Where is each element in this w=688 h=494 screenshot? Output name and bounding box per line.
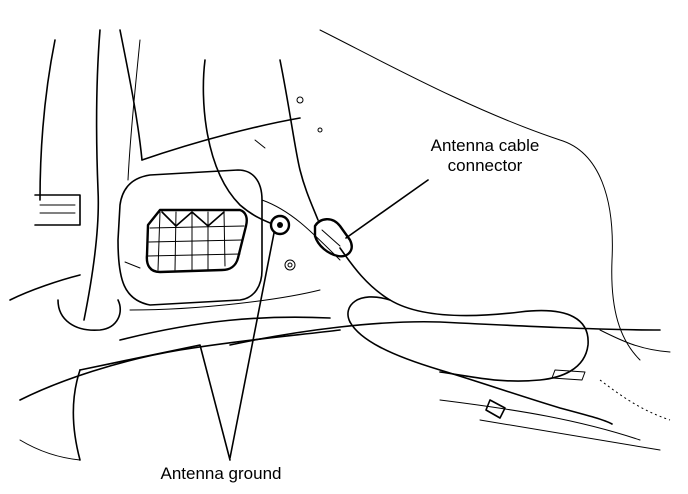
cable-connector-icon xyxy=(313,218,353,258)
cable-connector-label-line1: Antenna cable xyxy=(430,136,540,155)
ground-leader-line xyxy=(229,232,275,459)
antenna-cable xyxy=(202,29,641,425)
connector-leader-line xyxy=(345,179,429,239)
ground-label: Antenna ground xyxy=(160,464,282,483)
vent-grille xyxy=(145,208,248,274)
cable-connector-label-line2: connector xyxy=(447,156,523,175)
panel-details xyxy=(254,96,323,271)
left-body-panel xyxy=(9,29,143,331)
trim-panel xyxy=(117,117,341,311)
ground-bolt-icon xyxy=(269,214,291,236)
floor-panels xyxy=(19,316,671,461)
cable-connector-label: Antenna cable connector xyxy=(405,136,565,176)
